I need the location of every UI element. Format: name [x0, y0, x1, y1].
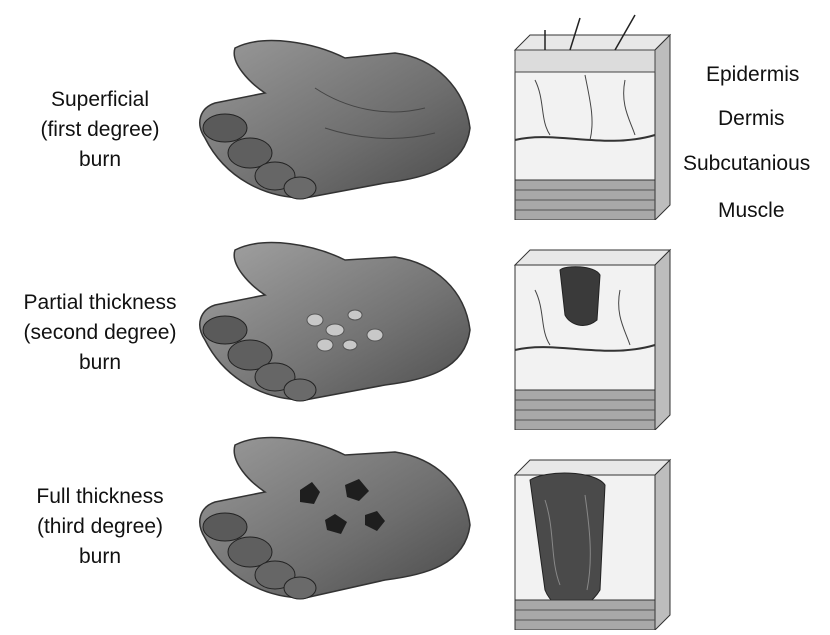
- skin-section-first-degree-illustration: [505, 10, 675, 220]
- skin-section-second-degree-illustration: [505, 230, 675, 430]
- label-line: (second degree): [0, 318, 200, 348]
- label-line: burn: [10, 145, 190, 175]
- second-degree-label: Partial thickness (second degree) burn: [0, 288, 200, 378]
- label-line: Partial thickness: [0, 288, 200, 318]
- subcutaneous-label: Subcutanious: [683, 152, 810, 176]
- muscle-label: Muscle: [718, 199, 785, 223]
- dermis-label: Dermis: [718, 107, 785, 131]
- label-line: Full thickness: [10, 482, 190, 512]
- label-line: burn: [10, 542, 190, 572]
- label-line: (third degree): [10, 512, 190, 542]
- hand-second-degree-illustration: [195, 235, 475, 405]
- label-line: burn: [0, 348, 200, 378]
- hand-third-degree-illustration: [195, 430, 475, 605]
- third-degree-label: Full thickness (third degree) burn: [10, 482, 190, 572]
- label-line: Superficial: [10, 85, 190, 115]
- label-line: (first degree): [10, 115, 190, 145]
- hand-first-degree-illustration: [195, 28, 475, 208]
- skin-section-third-degree-illustration: [505, 440, 675, 630]
- epidermis-label: Epidermis: [706, 63, 799, 87]
- first-degree-label: Superficial (first degree) burn: [10, 85, 190, 175]
